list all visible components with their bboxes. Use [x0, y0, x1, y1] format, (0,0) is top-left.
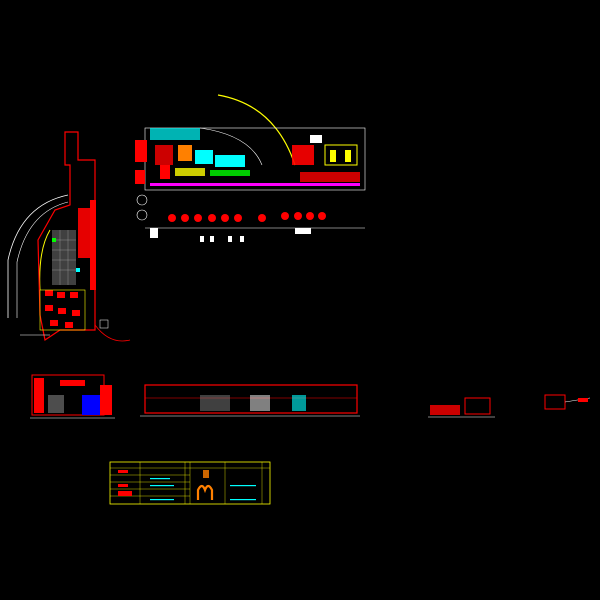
legend-swatches: [118, 470, 132, 496]
round-tables-left: [136, 194, 148, 221]
block-red-a: [135, 140, 147, 162]
wall-strip-left: [90, 200, 96, 290]
front-wall-magenta: [150, 183, 360, 186]
site-arc-inner: [16, 201, 69, 318]
detail-1-body: [430, 405, 460, 415]
legend-sample-orange: [203, 470, 209, 478]
white-fixture: [310, 135, 322, 143]
elevation-left-window: [82, 395, 100, 415]
booth-seat-a: [330, 150, 336, 162]
kitchen-equipment-d: [160, 165, 170, 179]
kitchen-cyan-strip: [150, 128, 200, 140]
elevation-long: [140, 384, 360, 417]
kitchen-equipment-a: [155, 145, 173, 165]
white-arc-main: [199, 127, 263, 166]
entry-mark-left: [99, 319, 109, 329]
kitchen-block-left: [78, 208, 92, 258]
tile-grid: [52, 230, 76, 285]
dimension-marks-main: [200, 236, 244, 242]
detail-2-tag: [578, 398, 588, 402]
elevation-left-sign: [60, 380, 85, 386]
elevation-long-frame: [144, 384, 358, 414]
entry-curve-left: [94, 324, 131, 342]
site-arc-outer: [7, 194, 69, 318]
detail-small-1: [428, 397, 495, 418]
elevation-long-entry: [250, 395, 270, 411]
seating-group-left: [45, 290, 80, 328]
elevation-left: [30, 374, 115, 419]
column-mark-b: [295, 228, 311, 234]
counter-yellow: [175, 168, 205, 176]
kitchen-equipment-b: [178, 145, 192, 161]
yellow-arc-left: [39, 229, 51, 291]
booth-seat-b: [345, 150, 351, 162]
detail-1-frame: [464, 397, 491, 415]
dining-booth-yellow: [324, 144, 358, 166]
floor-plan-left: [7, 131, 131, 342]
yellow-arc-main: [217, 94, 296, 166]
marker-green-left: [52, 238, 56, 242]
building-outline-left: [37, 131, 96, 341]
elevation-long-panel: [292, 395, 306, 411]
dining-block-a: [292, 145, 314, 165]
counter-green: [210, 170, 250, 176]
detail-small-2: [544, 394, 591, 410]
golden-arches-icon: [196, 484, 214, 500]
elevation-left-side: [100, 385, 112, 415]
elevation-left-pier: [34, 378, 44, 413]
seating-row-main: [168, 212, 326, 222]
dining-boundary-left: [39, 289, 86, 331]
floor-plan-main: [135, 94, 366, 242]
counter-cyan: [215, 155, 245, 167]
column-mark-a: [150, 228, 158, 238]
material-legend-table: [109, 461, 271, 505]
elevation-left-door: [48, 395, 64, 413]
marker-cyan-left: [76, 268, 80, 272]
block-red-b: [135, 170, 145, 184]
dining-tables-row: [300, 172, 360, 182]
kitchen-equipment-c: [195, 150, 213, 164]
legend-text-marks: [150, 478, 256, 501]
elevation-long-glazing: [200, 395, 230, 411]
